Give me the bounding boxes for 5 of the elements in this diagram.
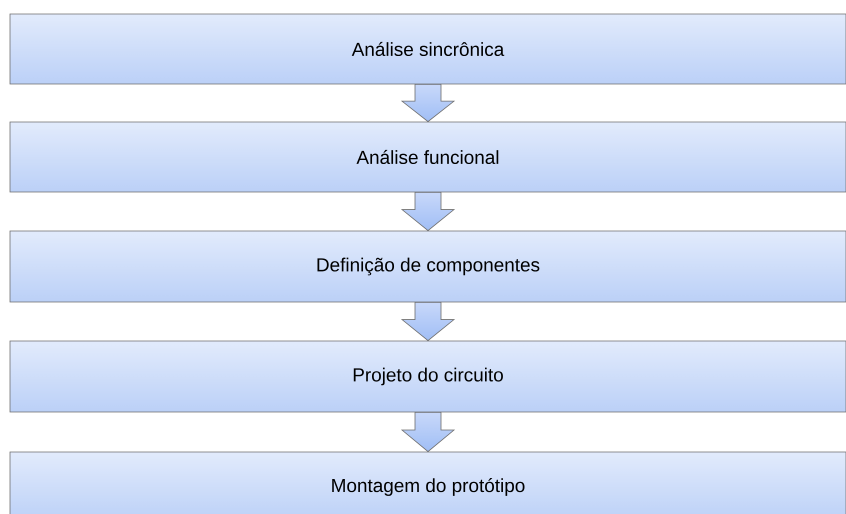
block-arrow — [400, 192, 456, 232]
block-arrow — [400, 412, 456, 452]
block-arrow — [400, 302, 456, 342]
block-arrow — [400, 84, 456, 122]
process-box: Montagem do protótipo — [10, 452, 846, 514]
